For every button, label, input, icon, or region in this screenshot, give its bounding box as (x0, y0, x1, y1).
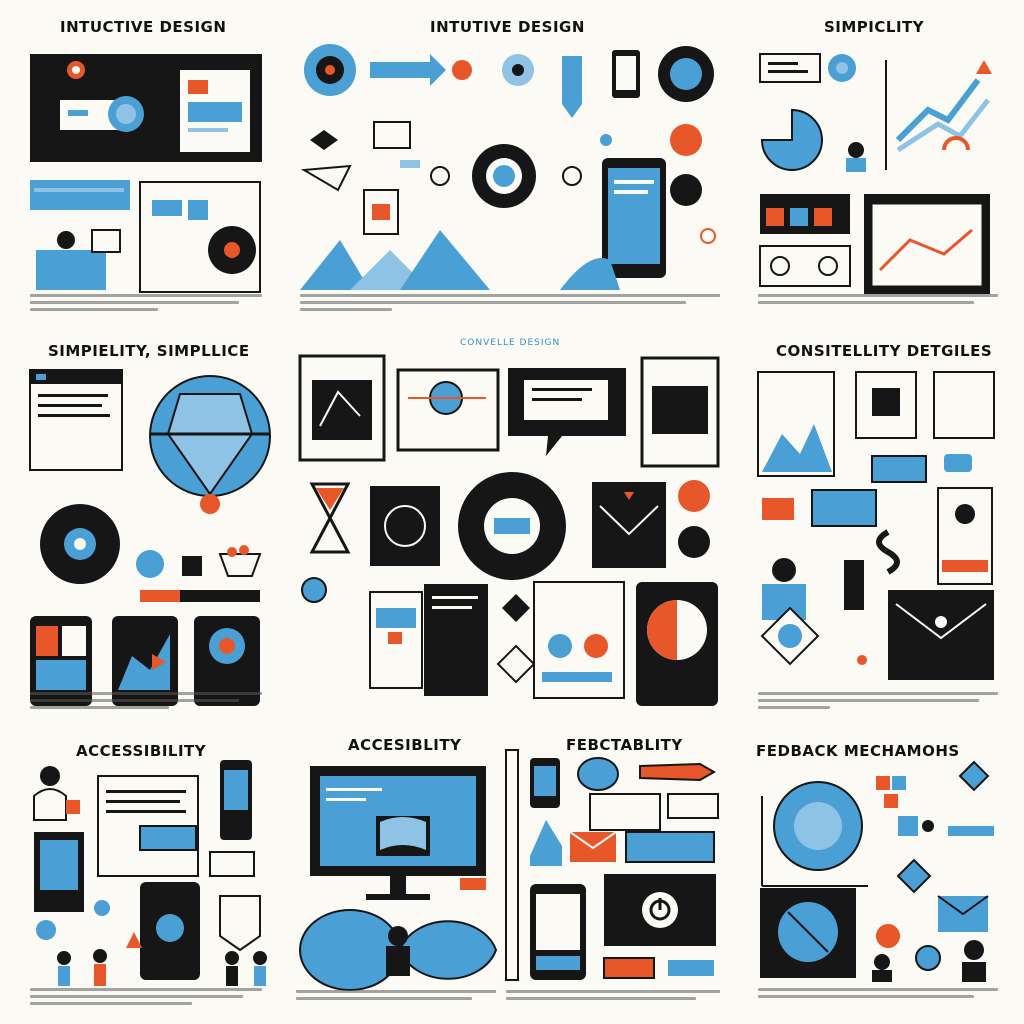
panel-title: CONVELLE DESIGN (460, 338, 561, 348)
panel-simplicity-2: SIMPIELITY, SIMPLLICE (20, 336, 271, 726)
caption-text (758, 294, 998, 316)
caption-text (30, 988, 262, 1010)
panel-accessibility-2: ACCESIBLITY (290, 736, 500, 1022)
panel-feedback-mechanisms: FEDBACK MECHAMOHS (748, 736, 1008, 1022)
panel-title: CONSITELLITY DETGILES (776, 342, 993, 360)
panel-intuitive-design-2: INTUTIVE DESIGN (290, 10, 730, 330)
panel-title: SIMPIELITY, SIMPLLICE (48, 342, 250, 360)
panel-febctablity: FEBCTABLITY (500, 736, 730, 1022)
caption-text (300, 294, 720, 316)
panel-illustration (298, 766, 498, 991)
panel-title: INTUTIVE DESIGN (430, 18, 585, 36)
panel-title: ACCESSIBILITY (76, 742, 207, 760)
panel-title: ACCESIBLITY (348, 736, 462, 754)
panel-convelle-design: CONVELLE DESIGN (290, 336, 730, 708)
caption-text (758, 988, 998, 1010)
panel-illustration (33, 760, 267, 986)
panel-illustration (757, 371, 995, 680)
panel-illustration (29, 369, 271, 706)
panel-illustration (30, 54, 262, 293)
panel-title: FEBCTABLITY (566, 736, 683, 754)
caption-text (758, 692, 998, 714)
caption-text (296, 990, 496, 1012)
panel-title: INTUCTIVE DESIGN (60, 18, 227, 36)
panel-illustration (298, 354, 720, 706)
caption-text (300, 990, 726, 1012)
panel-illustration (759, 53, 992, 294)
panel-illustration (300, 44, 716, 290)
caption-text (30, 294, 262, 316)
panel-accessibility-1: ACCESSIBILITY (20, 736, 270, 1022)
panel-illustration (760, 760, 994, 982)
panel-title: SIMPICLITY (824, 18, 925, 36)
panel-illustration (505, 749, 719, 981)
panel-title: FEDBACK MECHAMOHS (756, 742, 960, 760)
caption-text (30, 692, 262, 714)
panel-intuitive-design-1: INTUCTIVE DESIGN (20, 10, 270, 330)
panel-simplicity-1: SIMPICLITY (748, 10, 1008, 330)
panel-consistency-details: CONSITELLITY DETGILES (748, 336, 1008, 726)
